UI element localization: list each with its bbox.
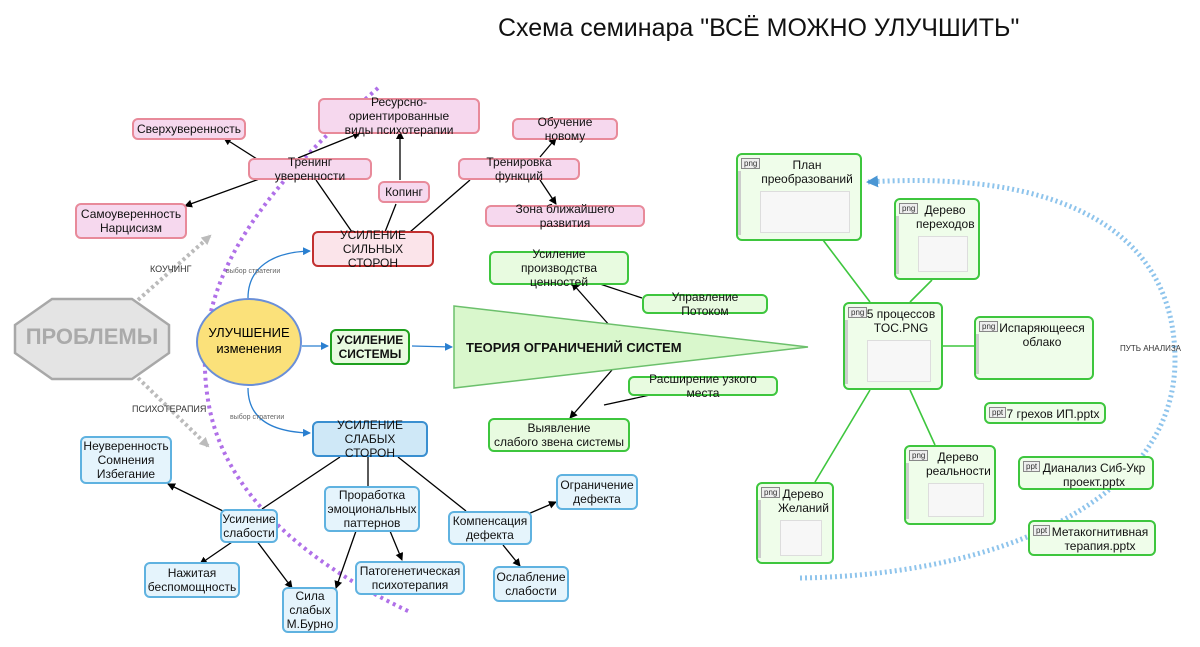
file-scrollbar	[845, 320, 848, 384]
file-transitions[interactable]: png Дерево переходов	[894, 198, 980, 280]
file-scrollbar	[896, 216, 899, 274]
node-weak-sides[interactable]: УСИЛЕНИЕ СЛАБЫХ СТОРОН	[312, 418, 428, 460]
file-thumbnail	[780, 520, 822, 556]
node-limit-defect[interactable]: Ограничение дефекта	[556, 474, 638, 510]
node-learning[interactable]: Обучение новому	[512, 115, 618, 143]
node-insecurity[interactable]: Неуверенность Сомнения Избегание	[80, 436, 172, 484]
file-name: Дерево Желаний	[778, 487, 829, 515]
file-dianalysis[interactable]: ppt Дианализ Сиб-Укр проект.pptx	[1018, 456, 1154, 490]
png-tag: png	[761, 487, 781, 498]
node-system[interactable]: УСИЛЕНИЕ СИСТЕМЫ	[330, 329, 410, 365]
file-name: План преобразований	[761, 158, 853, 186]
file-thumbnail	[928, 483, 984, 517]
png-tag: png	[899, 203, 919, 214]
node-flow[interactable]: Управление Потоком	[642, 290, 768, 318]
ppt-tag: ppt	[1033, 525, 1051, 536]
improvement-ellipse	[196, 298, 302, 386]
toc-label: ТЕОРИЯ ОГРАНИЧЕНИЙ СИСТЕМ	[466, 340, 682, 355]
node-strong-sides[interactable]: УСИЛЕНИЕ СИЛЬНЫХ СТОРОН	[312, 228, 434, 270]
page-title: Схема семинара "ВСЁ МОЖНО УЛУЧШИТЬ"	[498, 14, 1020, 42]
file-scrollbar	[738, 171, 741, 235]
node-coping[interactable]: Копинг	[378, 181, 430, 203]
psychotherapy-arrow	[136, 376, 210, 448]
file-name: 5 процессов TOC.PNG	[866, 307, 936, 335]
analysis-path-label: ПУТЬ АНАЛИЗА	[1120, 344, 1181, 353]
coaching-label: КОУЧИНГ	[150, 264, 192, 274]
file-thumbnail	[867, 340, 931, 382]
file-metacognitive[interactable]: ppt Метакогнитивная терапия.pptx	[1028, 520, 1156, 556]
coaching-arrow	[136, 234, 212, 302]
png-tag: png	[741, 158, 761, 169]
file-thumbnail	[918, 236, 968, 272]
file-plan[interactable]: png План преобразований	[736, 153, 862, 241]
file-name: Дерево переходов	[916, 203, 975, 231]
node-zone[interactable]: Зона ближайшего развития	[485, 202, 645, 230]
node-function-training[interactable]: Тренировка функций	[458, 155, 580, 183]
file-processes[interactable]: png 5 процессов TOC.PNG	[843, 302, 943, 390]
ppt-tag: ppt	[1023, 461, 1041, 472]
toc-triangle	[453, 305, 809, 389]
node-weak-link[interactable]: Выявление слабого звена системы	[488, 418, 630, 452]
file-name: Дерево реальности	[926, 450, 991, 478]
node-compensation[interactable]: Компенсация дефекта	[448, 511, 532, 545]
node-value-production[interactable]: Усиление производства ценностей	[489, 247, 629, 289]
file-name: Метакогнитивная терапия.pptx	[1051, 525, 1149, 553]
ppt-tag: ppt	[989, 407, 1007, 418]
file-name: Дианализ Сиб-Укр проект.pptx	[1042, 461, 1146, 489]
node-bottleneck[interactable]: Расширение узкого места	[628, 372, 778, 400]
psychotherapy-label: ПСИХОТЕРАПИЯ	[132, 404, 207, 414]
node-self-confidence[interactable]: Самоуверенность Нарцисизм	[75, 203, 187, 239]
strategy-label-top: выбор стратегии	[226, 268, 281, 275]
to-toc-arrow	[411, 342, 453, 351]
separator-dotted-line	[202, 86, 411, 614]
node-resource-therapy[interactable]: Ресурсно-ориентированные виды психотерап…	[318, 95, 480, 137]
file-scrollbar	[906, 463, 909, 519]
node-helplessness[interactable]: Нажитая беспомощность	[144, 562, 240, 598]
file-scrollbar	[976, 334, 979, 374]
node-confidence-training[interactable]: Тренинг уверенности	[248, 155, 372, 183]
file-wishes[interactable]: png Дерево Желаний	[756, 482, 834, 564]
node-weaken-weakness[interactable]: Ослабление слабости	[493, 566, 569, 602]
file-scrollbar	[758, 500, 761, 558]
file-thumbnail	[760, 191, 850, 233]
strategy-arrow-bottom	[247, 387, 311, 437]
improvement-label: УЛУЧШЕНИЕ изменения	[208, 325, 290, 356]
node-strengthen-weakness[interactable]: Усиление слабости	[220, 509, 278, 543]
file-name: 7 грехов ИП.pptx	[1006, 407, 1100, 421]
node-emotional-patterns[interactable]: Проработка эмоциональных паттернов	[324, 486, 420, 532]
node-burno[interactable]: Сила слабых М.Бурно	[282, 587, 338, 633]
strategy-label-bottom: выбор стратегии	[230, 414, 285, 421]
node-pathogenetic[interactable]: Патогенетическая психотерапия	[355, 561, 465, 595]
problems-octagon	[13, 297, 171, 381]
file-reality[interactable]: png Дерево реальности	[904, 445, 996, 525]
node-overconfidence[interactable]: Сверхуверенность	[132, 118, 246, 140]
png-tag: png	[979, 321, 999, 332]
problems-label: ПРОБЛЕМЫ	[25, 324, 159, 349]
file-sins[interactable]: ppt 7 грехов ИП.pptx	[984, 402, 1106, 424]
png-tag: png	[909, 450, 929, 461]
file-name: Испаряющееся облако	[999, 321, 1085, 349]
file-cloud[interactable]: png Испаряющееся облако	[974, 316, 1094, 380]
png-tag: png	[848, 307, 868, 318]
analysis-path-arrow	[799, 175, 1178, 581]
strategy-arrow-top	[247, 247, 311, 299]
